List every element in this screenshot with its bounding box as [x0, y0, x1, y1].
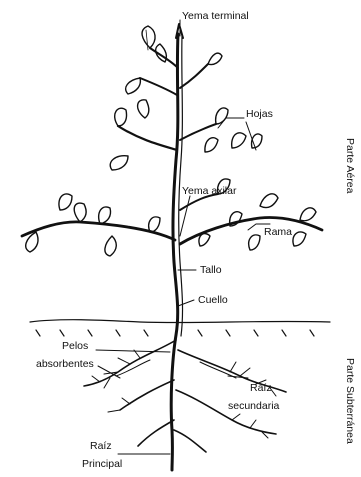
label-pelos: Pelos [62, 340, 88, 352]
region-parte-aerea: Parte Aérea [344, 138, 356, 193]
branch-upper-left [150, 48, 178, 68]
branch-upper-right [180, 64, 208, 88]
label-raiz-secundaria-1: Raíz [250, 382, 272, 394]
branch-lower-right [180, 218, 322, 245]
label-cuello: Cuello [198, 294, 228, 306]
label-absorbentes: absorbentes [36, 358, 94, 370]
ground-line [30, 320, 330, 336]
label-raiz-principal-1: Raíz [90, 440, 112, 452]
label-rama: Rama [264, 226, 292, 238]
label-hojas: Hojas [246, 108, 273, 120]
main-stem [171, 34, 178, 470]
branch-upper-left2 [140, 78, 177, 95]
label-raiz-secundaria-2: secundaria [228, 400, 279, 412]
label-yema-terminal: Yema terminal [182, 10, 249, 22]
label-yema-axilar: Yema axilar [182, 185, 236, 197]
roots [84, 340, 286, 452]
branch-lower-left [22, 222, 175, 240]
region-parte-subterranea: Parte Subterránea [344, 358, 356, 444]
label-raiz-principal-2: Principal [82, 458, 122, 470]
label-tallo: Tallo [200, 264, 222, 276]
branch-mid-left [118, 126, 177, 150]
